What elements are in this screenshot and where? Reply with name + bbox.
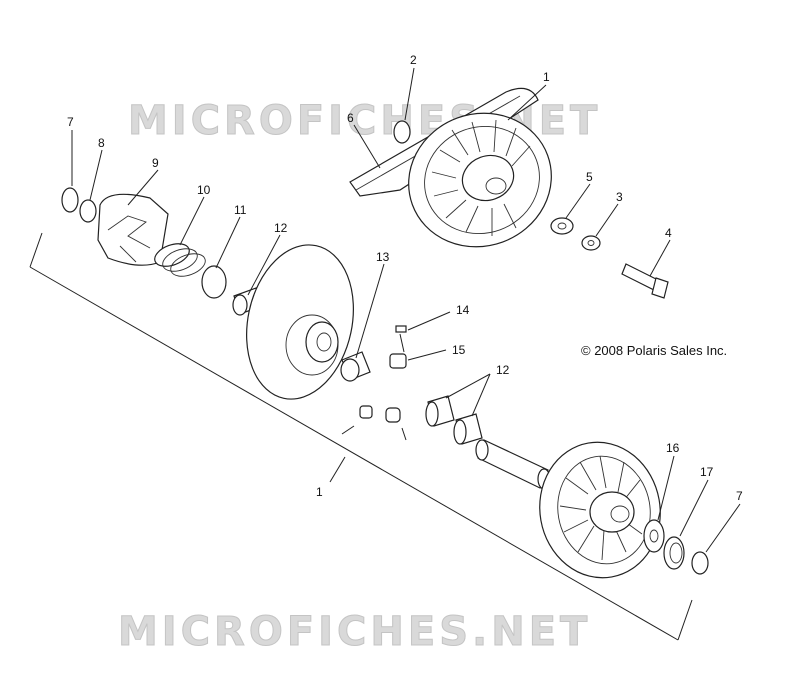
ring-17 [663, 536, 685, 570]
callout-6: 6 [347, 111, 354, 125]
retaining-ring-7-left [61, 187, 79, 213]
callout-16: 16 [666, 441, 680, 455]
callout-1-top: 1 [543, 70, 550, 84]
bushings-12-lower [425, 395, 483, 445]
bolt-4 [621, 263, 669, 299]
callout-4: 4 [665, 226, 672, 240]
leader-lines [71, 67, 741, 553]
callout-10: 10 [197, 183, 211, 197]
moveable-sheave [246, 244, 354, 400]
callout-13: 13 [376, 250, 390, 264]
bushing-13 [340, 351, 371, 382]
washer-5 [550, 217, 574, 235]
callout-1-bottom: 1 [316, 485, 323, 499]
washer-16 [643, 519, 665, 553]
washer-8 [79, 199, 97, 223]
callout-12-lower: 12 [496, 363, 510, 377]
copyright-notice: © 2008 Polaris Sales Inc. [581, 343, 728, 358]
shaft [475, 439, 551, 490]
callout-15: 15 [452, 343, 466, 357]
ring-11 [201, 265, 227, 299]
fixed-sheave [539, 441, 661, 579]
watermark-bottom: MICROFICHES.NET [118, 609, 591, 655]
clutch-sheave-top [408, 112, 552, 248]
callout-2: 2 [410, 53, 417, 67]
assembly-bracket [29, 232, 693, 641]
callout-12-upper: 12 [274, 221, 288, 235]
retaining-ring-7-right [691, 551, 709, 575]
screw-14 [395, 325, 407, 353]
washer-3 [581, 235, 601, 251]
callout-11: 11 [234, 203, 247, 217]
callout-5: 5 [586, 170, 593, 184]
callout-17: 17 [700, 465, 714, 479]
callout-3: 3 [616, 190, 623, 204]
callout-7-left: 7 [67, 115, 74, 129]
callout-9: 9 [152, 156, 159, 170]
callout-14: 14 [456, 303, 470, 317]
washer-2 [393, 120, 411, 144]
callout-labels: 1 2 6 7 8 9 10 11 12 13 5 3 4 14 15 12 1… [67, 53, 743, 503]
callout-7-right: 7 [736, 489, 743, 503]
rollers-and-screws [341, 405, 407, 441]
roller-15 [389, 353, 407, 369]
spring-10 [154, 243, 206, 277]
callout-8: 8 [98, 136, 105, 150]
